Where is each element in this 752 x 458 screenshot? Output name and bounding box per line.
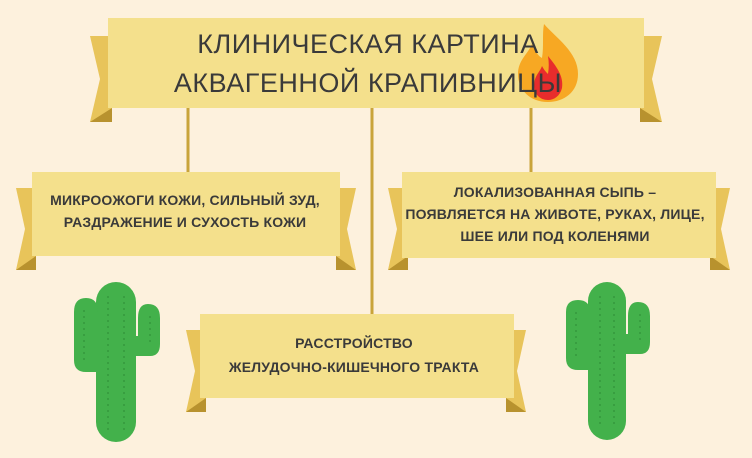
symptom-skin-line-2: раздражение и сухость кожи	[63, 214, 307, 230]
symptom-rash-line-3: шее или под коленями	[460, 227, 650, 244]
cactus-icon	[566, 282, 650, 440]
right-box-ribbon	[388, 172, 730, 270]
symptom-digestive-line-2: желудочно-кишечного тракта	[228, 359, 480, 375]
title-line-1: Клиническая картина	[197, 28, 539, 59]
diagram-title: Клиническая картина аквагенной крапивниц…	[120, 22, 616, 106]
bottom-box-ribbon	[186, 314, 526, 412]
connectors	[186, 104, 533, 318]
symptom-digestive-line-1: Расстройство	[295, 335, 413, 352]
symptom-skin-line-1: Микроожоги кожи, сильный зуд,	[50, 192, 320, 209]
symptom-digestive-box: Расстройство желудочно-кишечного тракта	[205, 318, 503, 394]
symptom-skin-box: Микроожоги кожи, сильный зуд, раздражени…	[40, 176, 330, 248]
symptom-rash-box: Локализованная сыпь – появляется на живо…	[402, 176, 708, 254]
symptom-rash-line-2: появляется на животе, руках, лице,	[405, 206, 705, 223]
symptom-rash-line-1: Локализованная сыпь –	[453, 184, 657, 201]
title-line-2: аквагенной крапивницы	[173, 68, 563, 98]
cactus-icon	[74, 282, 160, 442]
left-box-ribbon	[16, 172, 356, 270]
flame-icon	[518, 24, 578, 102]
